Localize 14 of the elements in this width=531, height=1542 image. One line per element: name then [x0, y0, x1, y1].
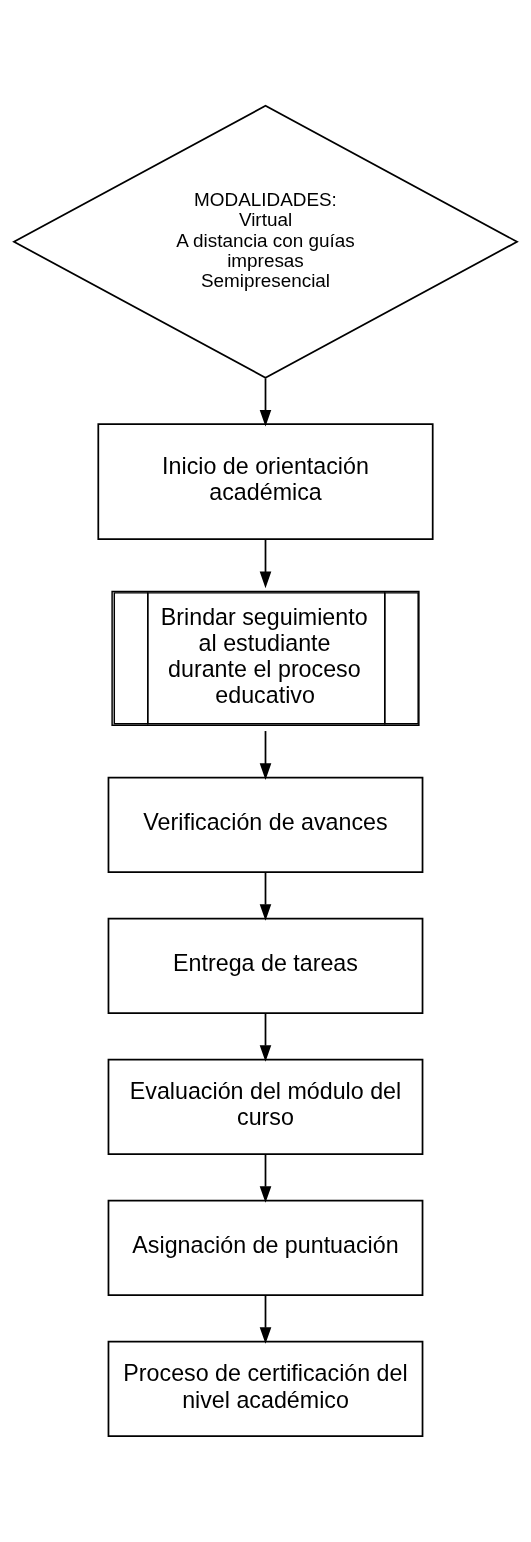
- arrow: [259, 538, 272, 589]
- node-box: Verificación de avances: [107, 776, 424, 873]
- arrow: [259, 377, 272, 427]
- node-box: Asignación de puntuación: [107, 1199, 424, 1296]
- arrow: [259, 1153, 272, 1203]
- arrow: [259, 1012, 272, 1062]
- arrow: [259, 871, 272, 921]
- node-box: Evaluación del módulo del curso: [107, 1058, 424, 1155]
- node-box: Proceso de certificación del nivel académico: [107, 1340, 424, 1438]
- node-diamond: MODALIDADES: Virtual A distancia con guías impresas Semipresencial: [12, 104, 519, 379]
- arrow: [259, 1294, 272, 1344]
- node-box: Entrega de tareas: [107, 917, 424, 1014]
- node-box: Inicio de orientación académica: [97, 423, 434, 540]
- arrow: [259, 730, 272, 780]
